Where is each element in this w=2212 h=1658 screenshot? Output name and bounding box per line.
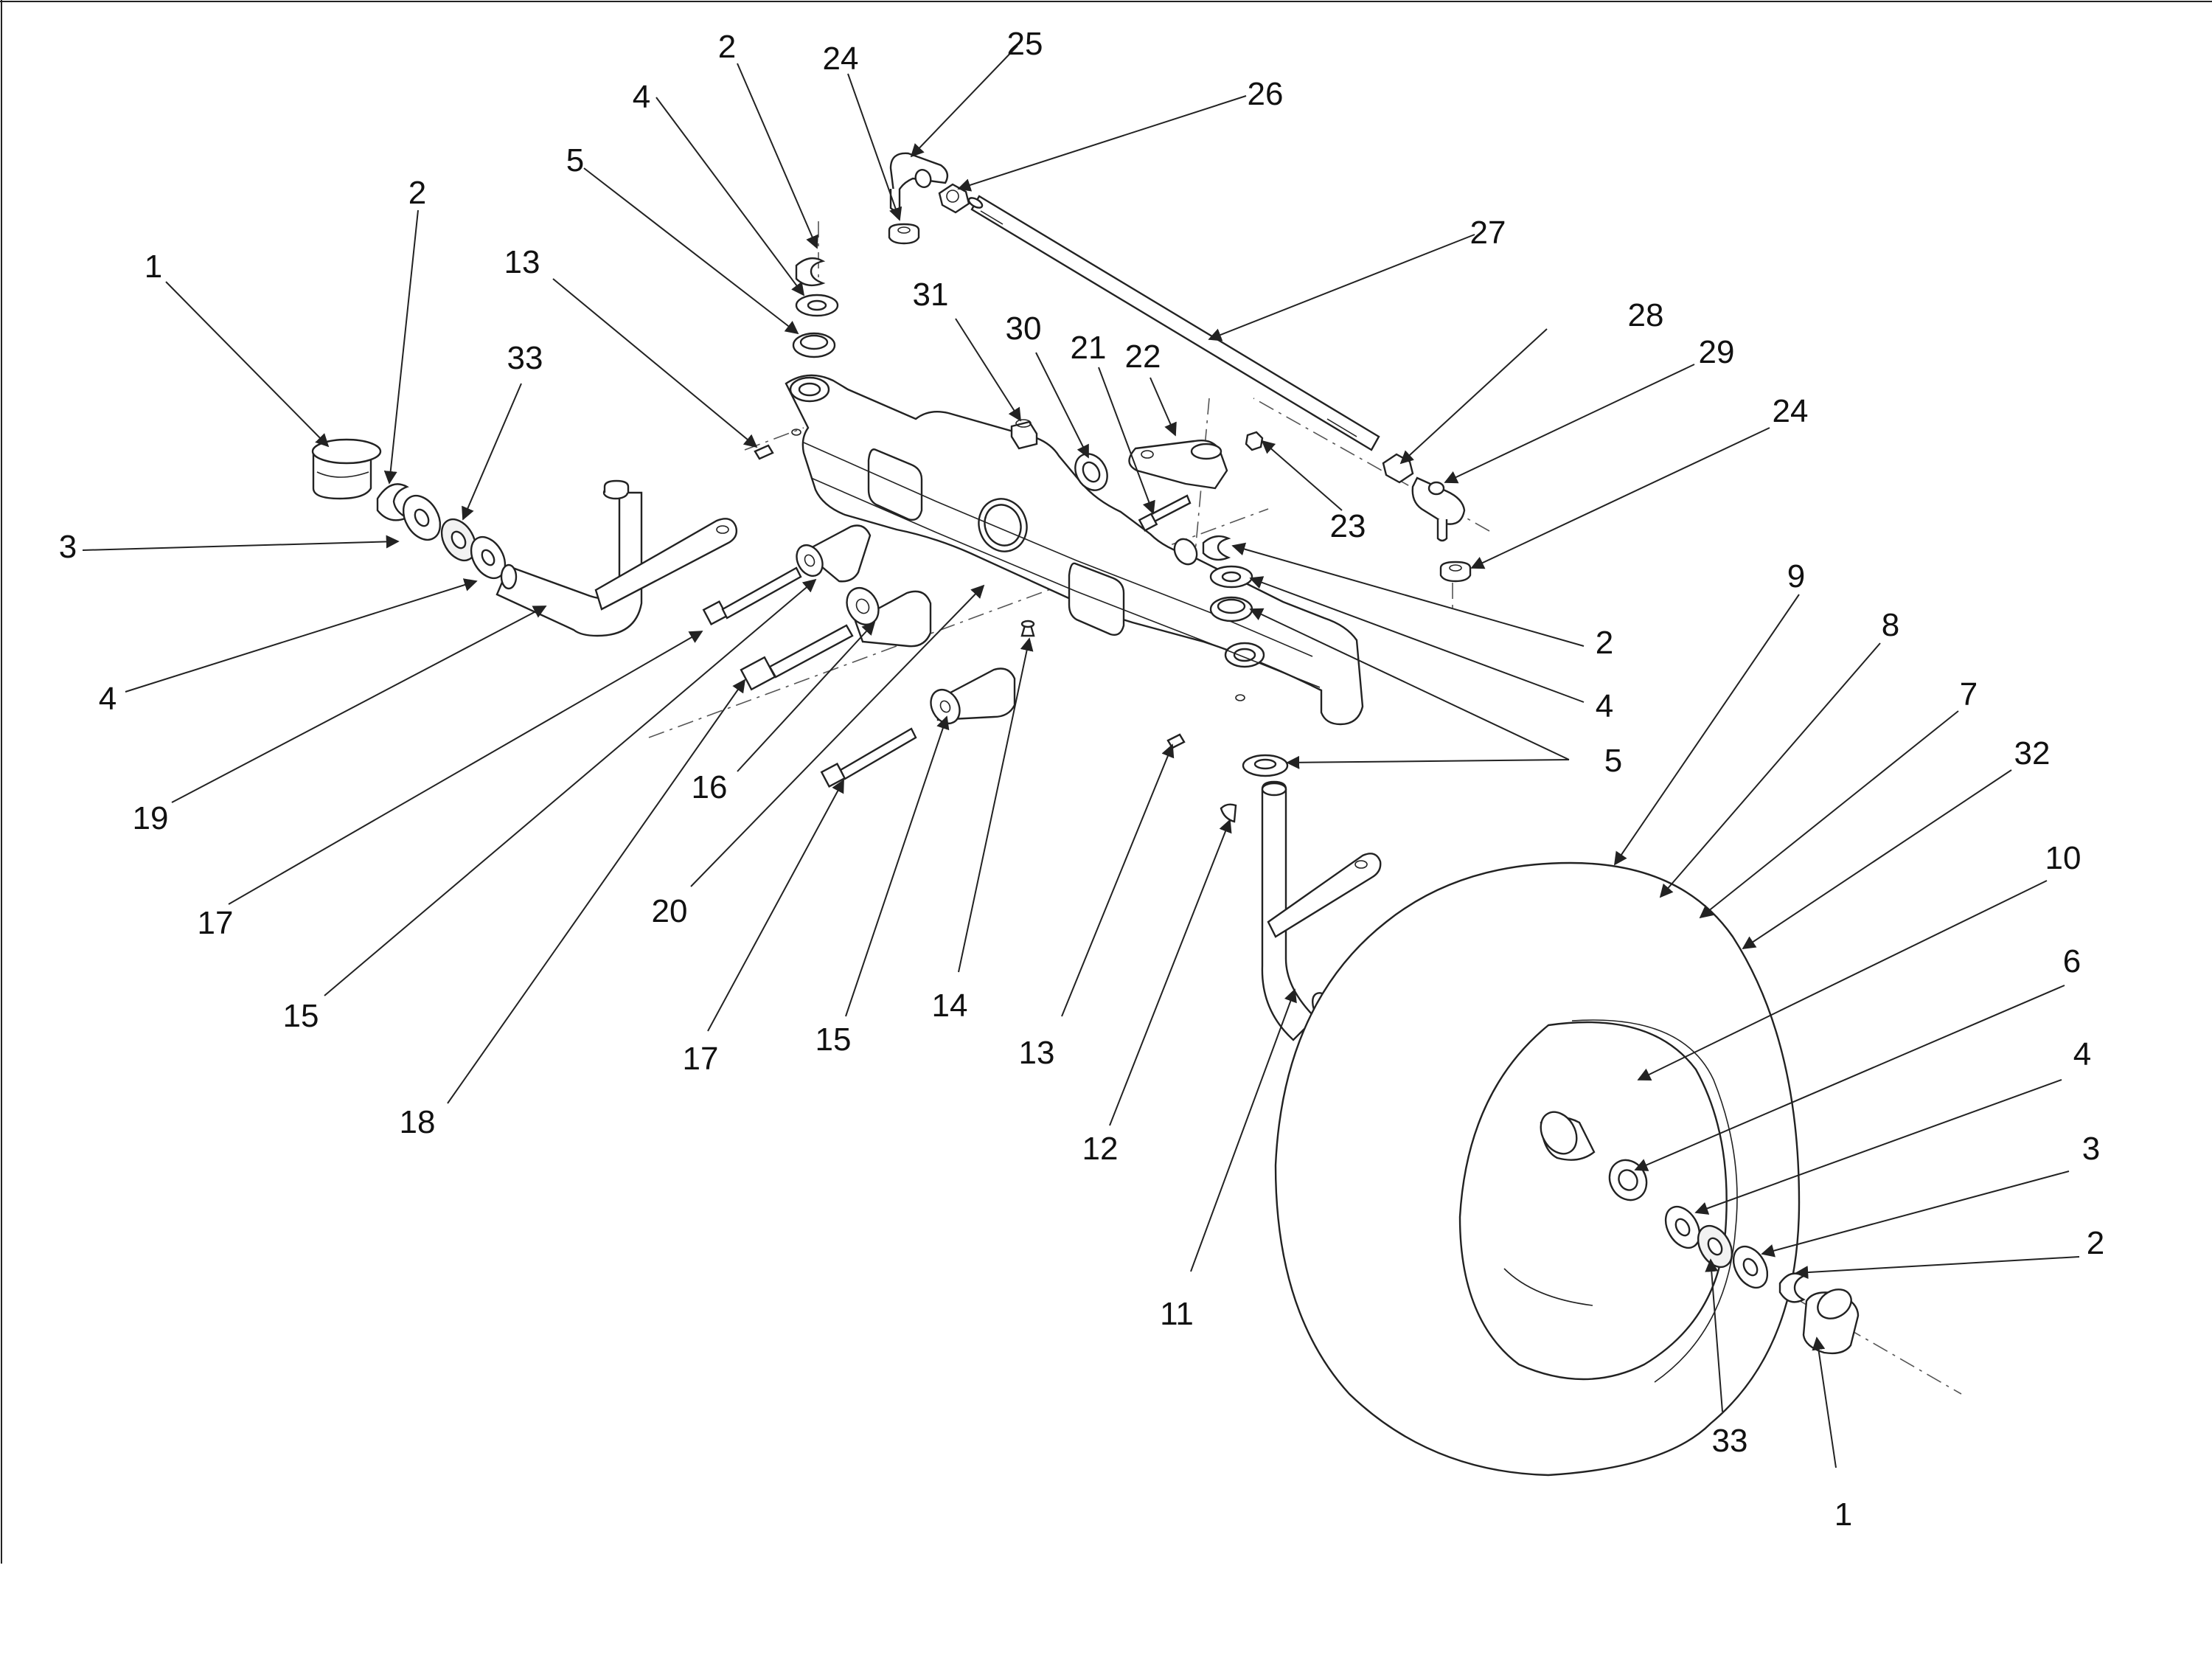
callout-31: 31 (913, 277, 949, 313)
rim-10 (1458, 1019, 1738, 1383)
callout-labels: 1 2 33 13 3 4 19 17 15 18 16 20 17 15 14… (59, 26, 2104, 1533)
callout-16: 16 (692, 769, 728, 805)
callout-15-right: 15 (815, 1021, 852, 1058)
axle-beam-20 (785, 374, 1364, 726)
callout-8: 8 (1882, 607, 1899, 643)
callout-1-left: 1 (145, 249, 162, 285)
callout-33-left: 33 (507, 340, 543, 376)
callout-18: 18 (400, 1104, 436, 1140)
spindle-left (495, 479, 738, 637)
e-clip-wheel (1778, 1272, 1806, 1303)
callout-20: 20 (652, 893, 688, 929)
nut-24-top (888, 223, 920, 245)
callout-33-wheel: 33 (1712, 1423, 1748, 1459)
callout-3-wheel: 3 (2082, 1131, 2100, 1167)
callout-2-top: 2 (718, 29, 736, 65)
callout-21: 21 (1071, 330, 1107, 366)
bolt-21 (1138, 494, 1192, 532)
bushing-30 (1074, 453, 1108, 491)
callout-5-top: 5 (566, 142, 584, 178)
callout-22: 22 (1125, 339, 1161, 375)
callout-15-left: 15 (283, 998, 319, 1034)
callout-13-right: 13 (1019, 1035, 1055, 1071)
callout-4-wheel: 4 (2073, 1036, 2091, 1072)
washer-4-top (795, 294, 839, 317)
bushing-15-upper (796, 524, 872, 583)
callout-2-left: 2 (408, 175, 426, 211)
callout-12: 12 (1082, 1131, 1119, 1167)
callout-26: 26 (1248, 76, 1284, 112)
bolt-18 (740, 624, 854, 691)
jam-nut-28 (1382, 453, 1414, 484)
grease-fitting-13-right (1166, 733, 1186, 749)
washer-3-left (402, 494, 442, 541)
callout-13-left: 13 (504, 244, 540, 280)
callout-30: 30 (1006, 311, 1042, 347)
leader-lines (82, 45, 2080, 1468)
callout-24-right: 24 (1773, 393, 1809, 429)
washer-3-wheel (1732, 1245, 1769, 1289)
callout-17-right: 17 (683, 1041, 719, 1077)
callout-3-left: 3 (59, 529, 77, 565)
washer-5-right (1209, 596, 1253, 622)
bushing-16 (846, 586, 932, 648)
callout-25: 25 (1007, 26, 1043, 62)
callout-11: 11 (1160, 1296, 1194, 1332)
callout-2-wheel: 2 (2087, 1225, 2104, 1261)
key-12 (1220, 803, 1237, 823)
e-clip-top (795, 257, 826, 287)
washer-33-wheel (1697, 1224, 1733, 1269)
callout-9: 9 (1787, 558, 1805, 594)
callout-10: 10 (2045, 840, 2081, 876)
rod-end-25 (889, 152, 949, 212)
tie-rod-27 (967, 195, 1380, 451)
bolt-17-upper (702, 566, 802, 625)
callout-7: 7 (1960, 676, 1978, 712)
callout-5-right: 5 (1604, 743, 1622, 779)
callout-28: 28 (1628, 297, 1664, 333)
callout-4-right: 4 (1596, 688, 1613, 724)
callout-24-top: 24 (823, 41, 859, 77)
bushing-15-lower (930, 667, 1016, 725)
callout-29: 29 (1699, 334, 1735, 370)
steering-arm-22 (1128, 440, 1228, 490)
callout-27: 27 (1470, 215, 1506, 251)
grease-fitting-14 (1020, 620, 1035, 637)
callout-17-left: 17 (198, 905, 234, 941)
callout-14: 14 (932, 988, 968, 1024)
callout-19: 19 (133, 800, 169, 836)
callout-23: 23 (1330, 508, 1366, 544)
nut-31 (1010, 419, 1038, 450)
washer-33-left (440, 518, 477, 562)
washer-4-left (470, 535, 507, 580)
hub-cap-left (311, 438, 382, 500)
callout-4-left: 4 (99, 681, 116, 717)
washer-5-top (792, 332, 836, 358)
nut-23 (1245, 431, 1264, 451)
callout-1-wheel: 1 (1834, 1496, 1852, 1533)
bushing-right-pivot (1173, 538, 1198, 566)
callout-2-right: 2 (1596, 625, 1613, 661)
page-frame (0, 0, 2212, 1564)
e-clip-right (1202, 535, 1231, 561)
washer-5-lower (1242, 754, 1289, 777)
hub-cap-right (1802, 1288, 1860, 1355)
rod-end-29 (1411, 476, 1466, 542)
washer-4-right (1209, 565, 1253, 589)
callout-6: 6 (2063, 943, 2081, 979)
grease-fitting-13-left (754, 444, 774, 460)
callout-32: 32 (2014, 735, 2051, 771)
e-clip-left (376, 483, 409, 521)
jam-nut-26 (938, 183, 970, 214)
washer-4-wheel (1664, 1205, 1701, 1249)
nut-24-right (1439, 561, 1472, 583)
callout-4-top: 4 (633, 79, 650, 115)
